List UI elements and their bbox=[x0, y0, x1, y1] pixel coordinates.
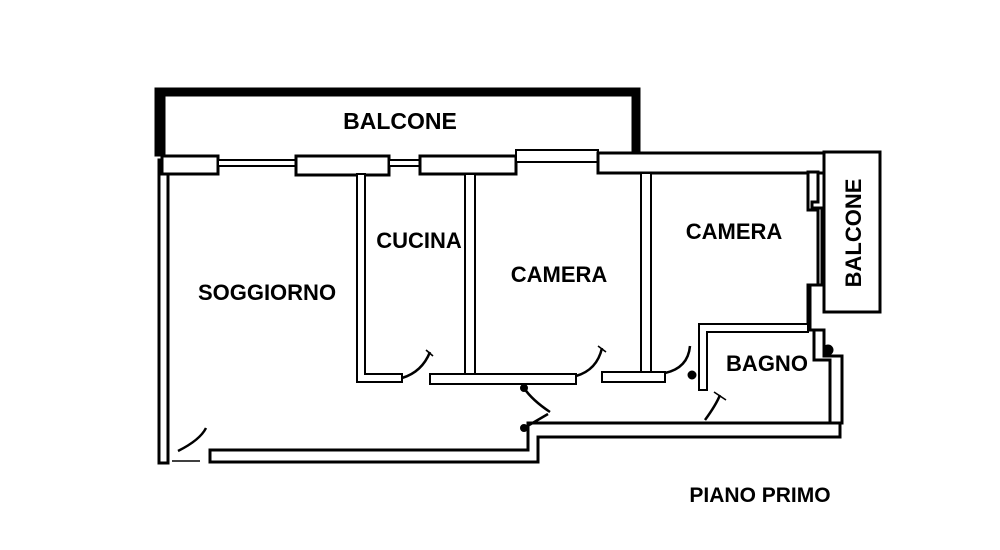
left-wall bbox=[157, 158, 170, 465]
right-wall bbox=[806, 170, 844, 425]
room-labels: BALCONE SOGGIORNO CUCINA CAMERA CAMERA B… bbox=[198, 108, 866, 376]
kitchen-wall bbox=[356, 173, 403, 383]
room-label-cucina: CUCINA bbox=[376, 228, 462, 253]
balcony-right bbox=[822, 150, 882, 314]
corridor-door-swing bbox=[522, 387, 551, 414]
kitchen-bedroom-divider bbox=[464, 173, 476, 375]
bathroom-wall bbox=[698, 323, 809, 391]
window bbox=[388, 159, 421, 167]
bedroom-door-leaf bbox=[597, 345, 607, 353]
floor-label: PIANO PRIMO bbox=[689, 484, 830, 507]
interior-walls bbox=[356, 172, 809, 391]
entrance-door-swing bbox=[177, 427, 208, 453]
balcony-top-left-wall bbox=[154, 87, 166, 157]
bedrooms-divider bbox=[640, 172, 652, 376]
doors bbox=[401, 345, 727, 432]
bedroom-door-swing bbox=[575, 347, 604, 378]
top-wall-segment bbox=[596, 151, 826, 175]
bedroom-right-bottom-wall bbox=[601, 371, 666, 383]
bathroom-door-leaf bbox=[713, 391, 727, 401]
top-wall-segment bbox=[160, 154, 220, 176]
room-label-camera-center: CAMERA bbox=[511, 262, 608, 287]
balcony-top-right-wall bbox=[631, 87, 641, 152]
kitchen-door-swing bbox=[401, 351, 432, 380]
room-label-balcone-right: BALCONE bbox=[841, 179, 866, 288]
balcony-top bbox=[154, 87, 641, 157]
corridor-door-leaf bbox=[523, 412, 549, 430]
door-hinge bbox=[687, 370, 697, 380]
door-hinge bbox=[520, 424, 528, 432]
door-hinge bbox=[520, 384, 528, 392]
top-wall-segment bbox=[294, 154, 391, 177]
room-label-balcone-top: BALCONE bbox=[343, 108, 457, 134]
bedroom-right-door-swing bbox=[664, 345, 692, 375]
bedroom-bottom-wall bbox=[429, 373, 577, 385]
window bbox=[515, 149, 599, 163]
outer-walls bbox=[157, 149, 842, 465]
right-wall-profile bbox=[806, 170, 844, 425]
room-label-bagno: BAGNO bbox=[726, 351, 808, 376]
window bbox=[217, 159, 297, 167]
column-mark bbox=[822, 344, 834, 356]
room-label-camera-right: CAMERA bbox=[686, 219, 783, 244]
room-label-soggiorno: SOGGIORNO bbox=[198, 280, 336, 305]
top-wall-segment bbox=[418, 154, 518, 176]
kitchen-door-leaf bbox=[425, 349, 434, 357]
balcony-right-outline bbox=[822, 150, 882, 314]
balcony-top-rail bbox=[154, 87, 641, 97]
bathroom-door-swing bbox=[703, 394, 722, 421]
bottom-wall bbox=[208, 421, 842, 464]
